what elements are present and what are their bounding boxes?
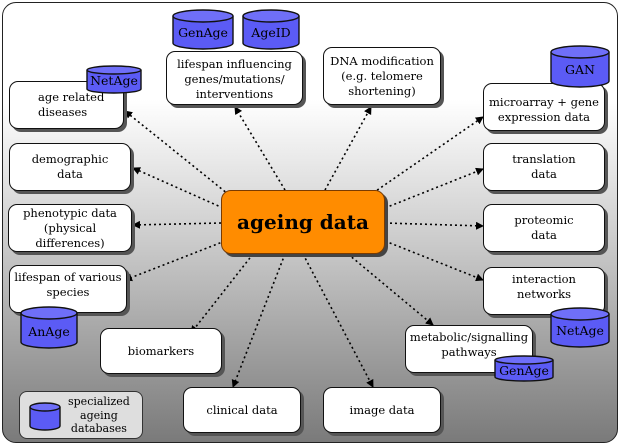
database-gan: GAN xyxy=(549,45,611,89)
node-image: image data xyxy=(323,387,441,433)
node-lifespan-species: lifespan of various species xyxy=(9,265,127,313)
node-lifespan-influencing: lifespan influencing genes/mutations/ in… xyxy=(166,51,303,105)
arrow-to-biomarkers xyxy=(190,253,254,334)
database-genage-bottom: GenAge xyxy=(493,355,555,383)
node-biomarkers: biomarkers xyxy=(100,328,222,374)
node-clinical: clinical data xyxy=(183,387,301,433)
database-legend-icon xyxy=(29,402,61,431)
node-microarray: microarray + gene expression data xyxy=(483,83,605,131)
database-genage-top: GenAge xyxy=(171,9,235,51)
arrow-to-phenotypic xyxy=(132,220,222,229)
legend-label: specialized ageing databases xyxy=(68,395,130,435)
database-icon xyxy=(494,355,554,382)
arrow-to-proteomic xyxy=(384,221,484,230)
database-icon xyxy=(550,45,610,88)
node-phenotypic: phenotypic data (physical differences) xyxy=(8,204,132,252)
node-translation: translation data xyxy=(483,143,605,191)
legend: specialized ageing databases xyxy=(19,391,143,439)
database-icon xyxy=(550,307,610,348)
node-metabolic: metabolic/signalling pathways xyxy=(405,325,533,373)
arrow-to-image xyxy=(302,253,374,388)
database-netage-top: NetAge xyxy=(85,65,143,95)
database-anage: AnAge xyxy=(19,306,79,350)
arrow-to-age-related-diseases xyxy=(124,110,234,199)
database-icon xyxy=(172,9,234,50)
node-interaction: interaction networks xyxy=(483,267,605,315)
node-age-related-diseases: age related diseases xyxy=(9,81,124,129)
node-dna-modification: DNA modification (e.g. telomere shorteni… xyxy=(323,47,441,105)
node-proteomic: proteomic data xyxy=(483,204,605,252)
database-netage-right: NetAge xyxy=(549,307,611,349)
arrow-to-translation xyxy=(384,167,484,209)
arrow-to-dna-modification xyxy=(324,106,372,191)
arrow-to-interaction xyxy=(384,240,484,282)
central-label: ageing data xyxy=(237,210,369,234)
central-node: ageing data xyxy=(221,190,385,254)
arrow-to-lifespan-influencing xyxy=(234,106,286,191)
node-demographic: demographic data xyxy=(9,143,131,191)
arrow-to-metabolic xyxy=(347,253,434,326)
database-icon xyxy=(242,9,300,50)
database-icon xyxy=(20,306,78,349)
arrow-to-microarray xyxy=(372,116,484,194)
arrow-layer xyxy=(124,106,484,388)
database-icon xyxy=(86,65,142,94)
arrow-to-lifespan-species xyxy=(124,240,226,282)
arrow-to-clinical xyxy=(231,253,286,388)
arrow-to-demographic xyxy=(132,167,224,209)
database-ageid: AgeID xyxy=(241,9,301,51)
